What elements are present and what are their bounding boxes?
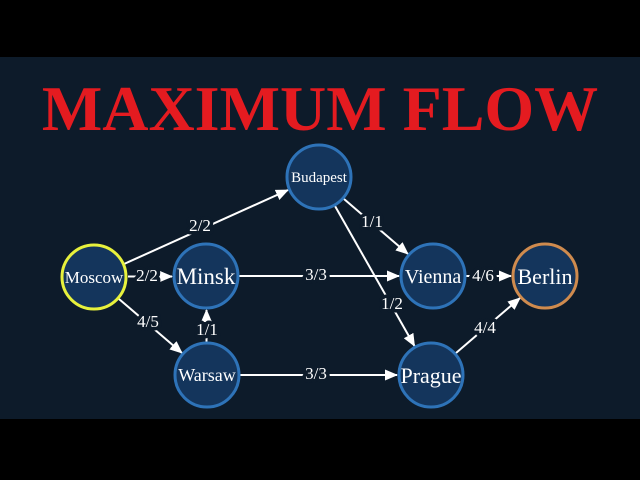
edge-budapest-vienna: 1/1 [343,198,409,255]
edge-warsaw-prague: 3/3 [240,361,398,387]
edge-label-moscow-budapest: 2/2 [189,216,211,235]
edge-minsk-vienna: 3/3 [239,262,400,288]
edge-label-minsk-vienna: 3/3 [305,265,327,284]
edge-label-warsaw-prague: 3/3 [305,364,327,383]
edge-label-warsaw-minsk: 1/1 [196,320,218,339]
edge-line [118,298,183,354]
node-prague-circle [397,341,465,409]
node-warsaw-circle [173,341,241,409]
node-budapest-label: Budapest [291,170,348,186]
edge-line [123,189,289,265]
letterbox-bottom [0,419,640,480]
node-prague-label: Prague [400,363,461,388]
node-warsaw: Warsaw [173,341,241,409]
page-title: MAXIMUM FLOW [42,73,598,144]
edge-line [334,205,416,347]
edge-budapest-prague: 1/2 [334,205,416,347]
node-budapest: Budapest [285,143,353,211]
slide-background [0,57,640,419]
node-berlin-circle [511,242,579,310]
edge-warsaw-minsk: 1/1 [193,309,221,343]
edge-moscow-minsk: 2/2 [128,263,173,289]
node-vienna-circle [399,242,467,310]
edge-moscow-budapest: 2/2 [123,189,289,265]
node-minsk-circle [172,242,240,310]
edge-label-budapest-prague: 1/2 [381,294,403,313]
edge-vienna-berlin: 4/6 [466,263,512,289]
letterbox-top [0,0,640,57]
edge-label-vienna-berlin: 4/6 [472,266,494,285]
node-berlin-label: Berlin [518,264,573,289]
edge-line [455,297,521,354]
node-vienna: Vienna [399,242,467,310]
node-budapest-circle [285,143,353,211]
node-moscow-circle [60,243,128,311]
node-minsk: Minsk [172,242,240,310]
node-moscow: Moscow [60,243,128,311]
node-berlin: Berlin [511,242,579,310]
edge-label-moscow-minsk: 2/2 [136,266,158,285]
node-minsk-label: Minsk [177,264,236,289]
edge-label-prague-berlin: 4/4 [474,318,496,337]
edge-moscow-warsaw: 4/5 [118,298,183,354]
edge-prague-berlin: 4/4 [455,297,521,354]
node-prague: Prague [397,341,465,409]
node-moscow-label: Moscow [65,268,124,287]
node-warsaw-label: Warsaw [178,365,236,385]
edge-label-budapest-vienna: 1/1 [361,212,383,231]
node-vienna-label: Vienna [405,266,462,288]
edge-label-moscow-warsaw: 4/5 [137,312,159,331]
edge-line [343,198,409,255]
